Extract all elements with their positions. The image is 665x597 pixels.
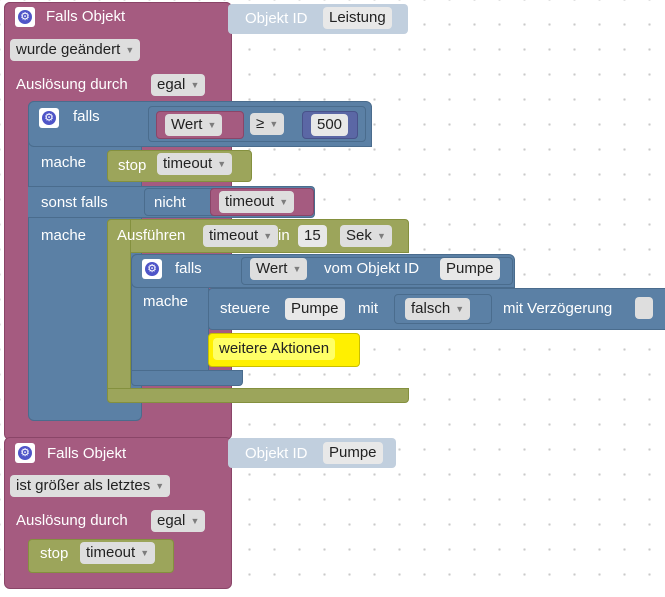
trigger-title: Falls Objekt (46, 8, 126, 25)
dropdown-caret-icon: ▼ (207, 120, 217, 130)
timeout-block-body (107, 219, 131, 403)
value-label: Wert (171, 116, 203, 133)
timeout-unit-dropdown[interactable]: Sek ▼ (340, 225, 392, 247)
mache-label: mache (41, 154, 87, 171)
trigger-label: Auslösung durch (16, 512, 128, 529)
stop-timer-dropdown[interactable]: timeout ▼ (157, 153, 233, 175)
timeout-in-label: in (278, 227, 290, 244)
condition-dropdown[interactable]: wurde geändert ▼ (10, 39, 141, 61)
trigger-value: egal (157, 76, 186, 93)
object-id-field[interactable]: Leistung (323, 7, 392, 29)
dropdown-caret-icon: ▼ (263, 231, 273, 241)
nicht-timer-dropdown[interactable]: timeout ▼ (219, 191, 295, 213)
else-if-label: sonst falls (41, 194, 108, 211)
dropdown-caret-icon: ▼ (292, 264, 302, 274)
comment-field[interactable]: weitere Aktionen (213, 338, 336, 360)
trigger-dropdown[interactable]: egal ▼ (151, 74, 206, 96)
control-target-field[interactable]: Pumpe (285, 298, 345, 320)
dropdown-caret-icon: ▼ (279, 197, 289, 207)
dropdown-caret-icon: ▼ (140, 548, 150, 558)
condition-value: ist größer als letztes (16, 477, 151, 494)
inner-object-field[interactable]: Pumpe (440, 258, 500, 280)
trigger2-title: Falls Objekt (47, 445, 127, 462)
timeout-amount-field[interactable]: 15 (298, 225, 327, 247)
timeout-timer-value: timeout (209, 227, 259, 244)
trigger-label: Auslösung durch (16, 76, 128, 93)
stop-label: stop (40, 545, 69, 562)
dropdown-caret-icon: ▼ (155, 481, 165, 491)
mache2-label: mache (41, 227, 87, 244)
gear-icon[interactable]: ⚙ (39, 108, 59, 128)
gear-icon[interactable]: ⚙ (15, 443, 35, 463)
boolean-dropdown[interactable]: falsch ▼ (405, 298, 471, 320)
trigger-dropdown[interactable]: egal ▼ (151, 510, 206, 532)
stop-timer-dropdown[interactable]: timeout ▼ (80, 542, 156, 564)
value-dropdown[interactable]: Wert ▼ (165, 114, 223, 136)
dropdown-caret-icon: ▼ (190, 80, 200, 90)
condition-value: wurde geändert (16, 41, 121, 58)
dropdown-caret-icon: ▼ (376, 231, 386, 241)
inner-value-label: Wert (256, 260, 288, 277)
object-id-label: Objekt ID (245, 445, 308, 462)
inner-mache-label: mache (143, 293, 189, 310)
condition-dropdown[interactable]: ist größer als letztes ▼ (10, 475, 171, 497)
timeout-label: Ausführen (117, 227, 186, 244)
timeout-timer-dropdown[interactable]: timeout ▼ (203, 225, 279, 247)
dropdown-caret-icon: ▼ (217, 159, 227, 169)
control-mit-label: mit (358, 300, 378, 317)
operator-value: ≥ (256, 115, 265, 132)
dropdown-caret-icon: ▼ (455, 304, 465, 314)
inner-if-falls-label: falls (175, 260, 202, 277)
dropdown-caret-icon: ▼ (125, 45, 135, 55)
timeout-unit-value: Sek (346, 227, 372, 244)
inner-value-dropdown[interactable]: Wert ▼ (250, 258, 308, 280)
boolean-value: falsch (411, 300, 451, 317)
control-label: steuere (220, 300, 271, 317)
nicht-timer-value: timeout (225, 193, 275, 210)
vom-objekt-label: vom Objekt ID (324, 260, 420, 277)
dropdown-caret-icon: ▼ (269, 119, 279, 129)
gear-icon[interactable]: ⚙ (142, 259, 162, 279)
delay-label: mit Verzögerung (503, 300, 613, 317)
operator-dropdown[interactable]: ≥ ▼ (250, 113, 285, 135)
object-id-label: Objekt ID (245, 10, 308, 27)
stop-timer-value: timeout (163, 155, 213, 172)
number-field[interactable]: 500 (311, 114, 349, 136)
object-id-field[interactable]: Pumpe (323, 442, 383, 464)
trigger-value: egal (157, 512, 186, 529)
delay-checkbox[interactable] (635, 297, 653, 319)
stop-label: stop (118, 157, 147, 174)
timeout-block-footer (107, 388, 409, 403)
inner-if-footer (131, 370, 243, 386)
if-falls-label: falls (73, 108, 100, 125)
gear-icon[interactable]: ⚙ (15, 7, 35, 27)
stop-timer-value: timeout (86, 544, 136, 561)
not-label: nicht (154, 194, 186, 211)
dropdown-caret-icon: ▼ (190, 516, 200, 526)
